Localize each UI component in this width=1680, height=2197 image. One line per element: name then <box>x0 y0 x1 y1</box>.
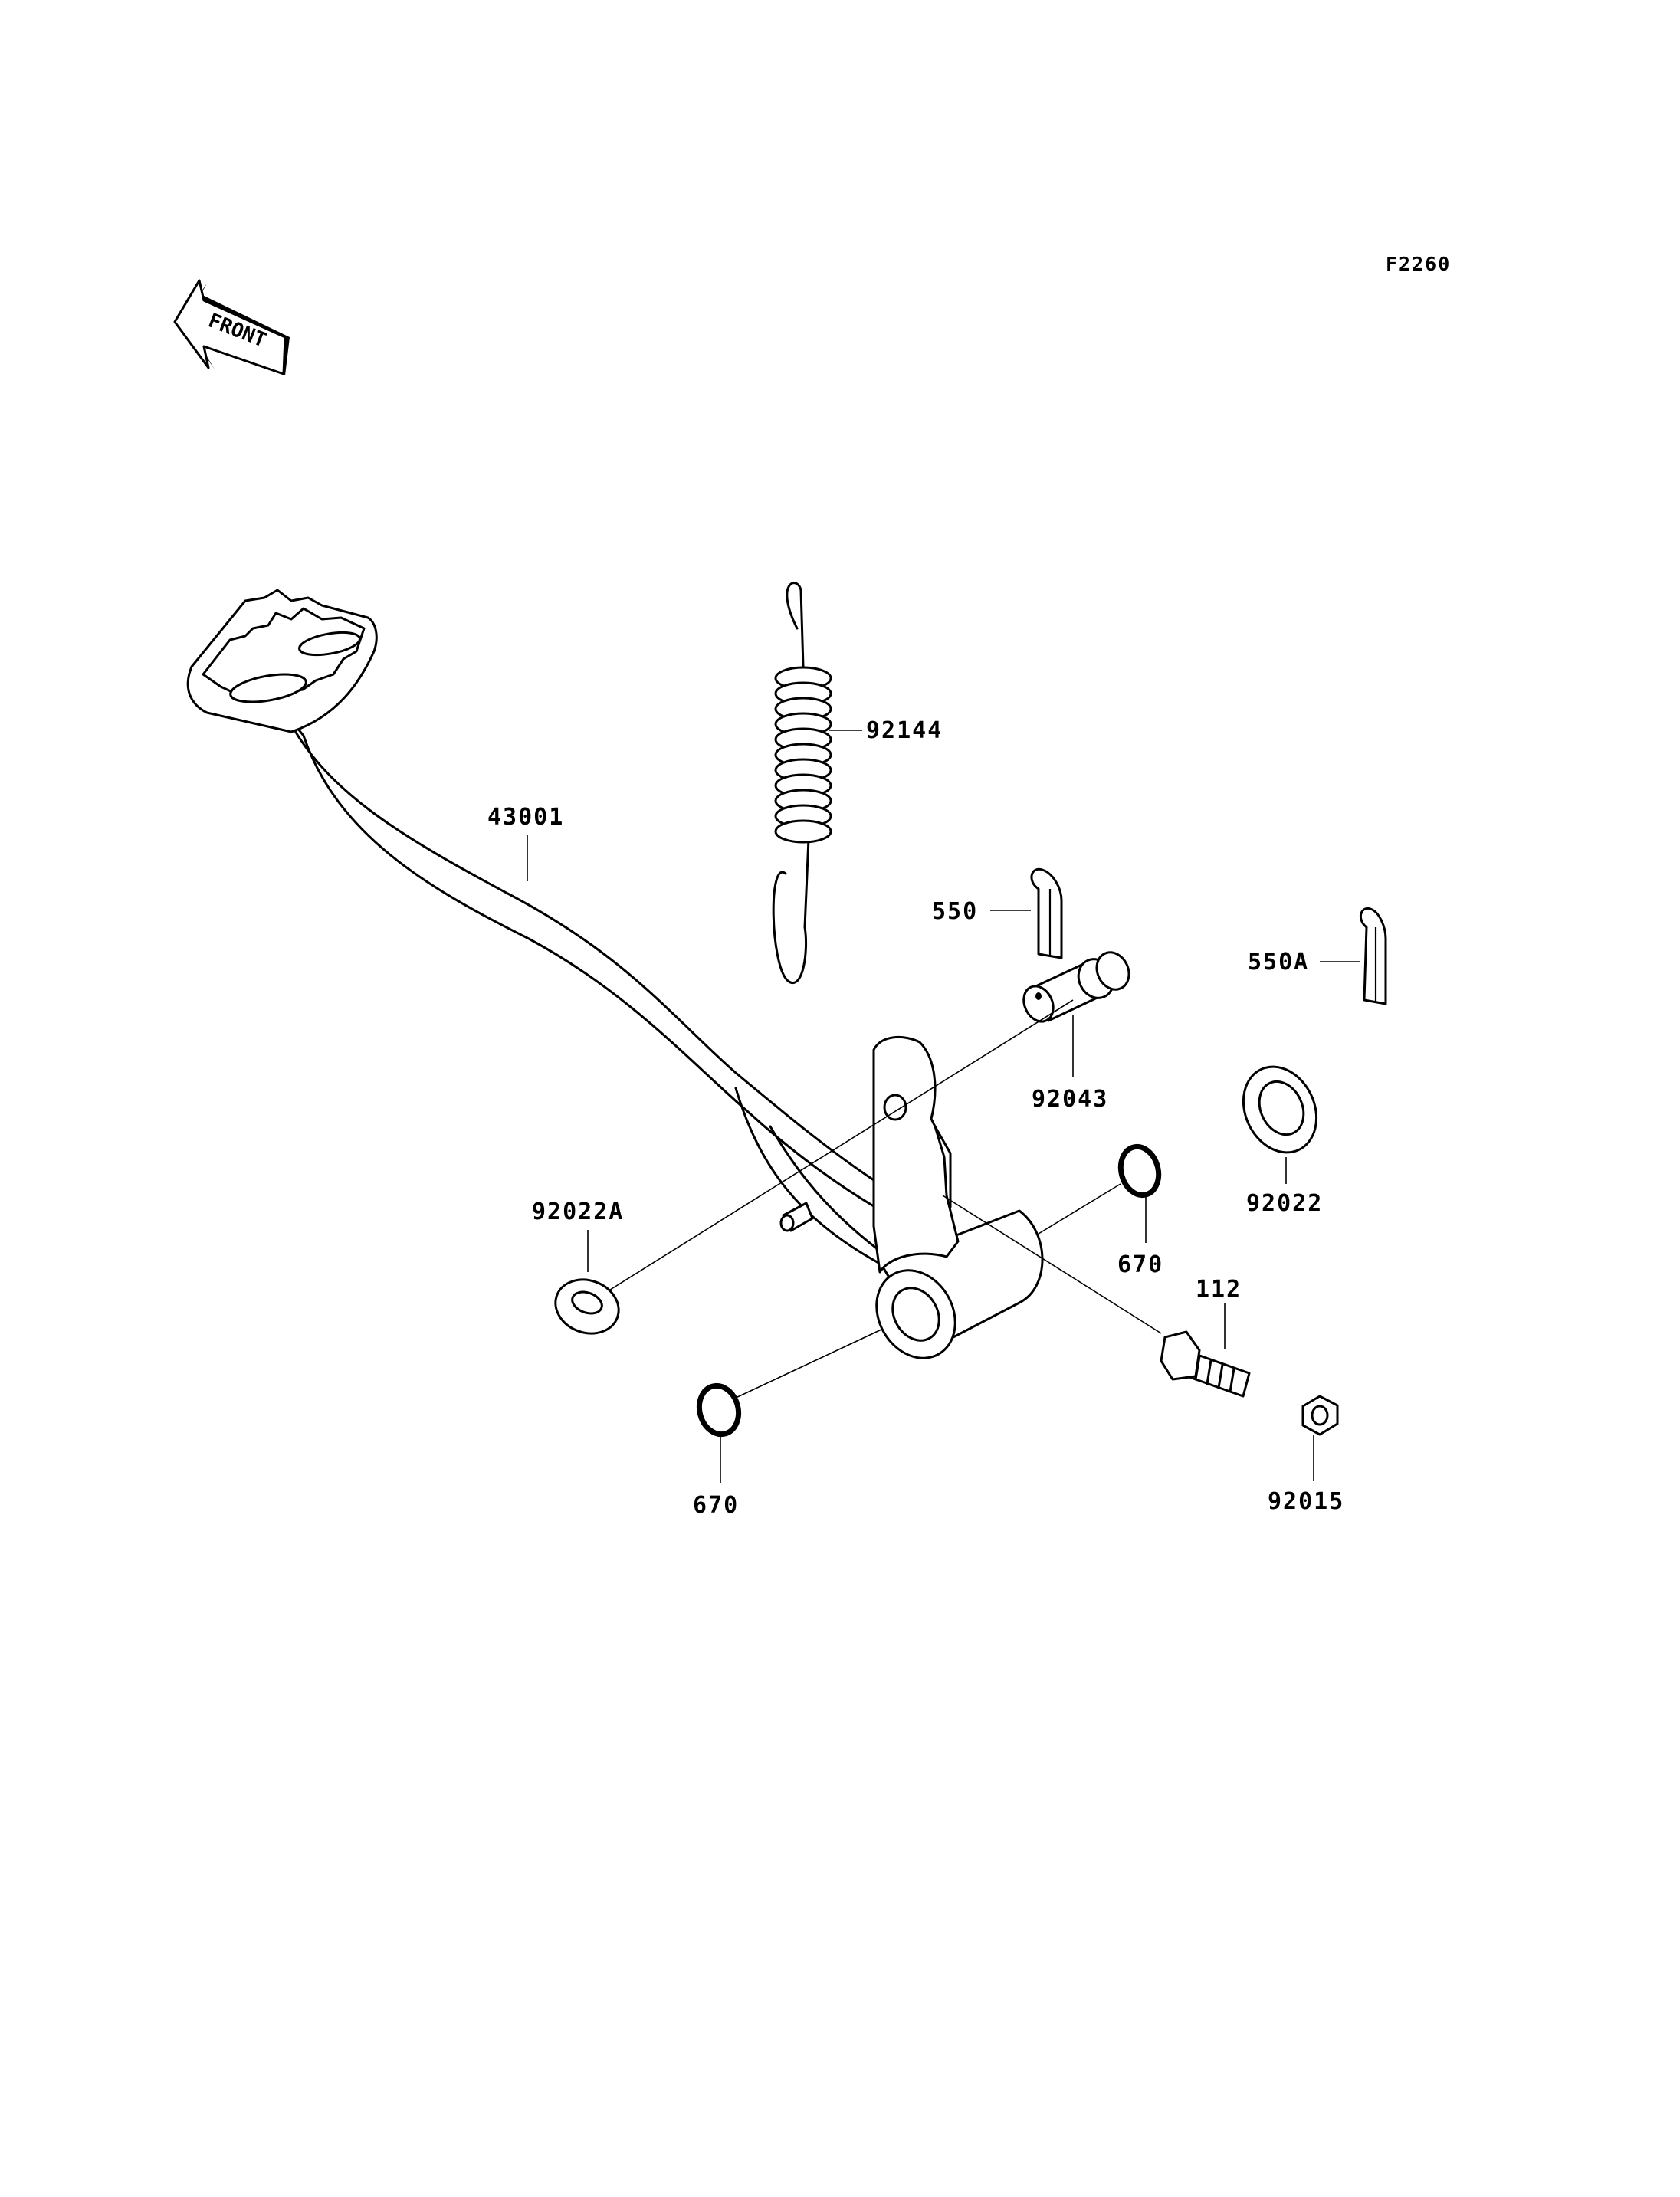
o-ring-upper-part <box>1117 1143 1162 1199</box>
label-670-lower: 670 <box>693 1492 739 1519</box>
label-92015: 92015 <box>1268 1488 1344 1515</box>
label-670-upper: 670 <box>1117 1251 1163 1278</box>
label-550: 550 <box>932 898 978 925</box>
label-112: 112 <box>1196 1276 1242 1303</box>
stopper-pin-part <box>779 1202 814 1232</box>
label-550A: 550A <box>1248 949 1309 976</box>
brake-pedal-part <box>186 589 1044 1359</box>
washer-92022-part <box>1242 1065 1318 1154</box>
label-92022A: 92022A <box>532 1199 624 1225</box>
figure-code: F2260 <box>1386 253 1451 275</box>
label-92022: 92022 <box>1246 1190 1323 1217</box>
cotter-pin-550-part <box>1030 867 1063 959</box>
bolt-112-part <box>1160 1330 1251 1398</box>
cotter-pin-550a-part <box>1359 907 1387 1005</box>
clevis-pin-92043-part <box>1022 951 1130 1023</box>
label-43001: 43001 <box>487 804 564 831</box>
return-spring-part <box>772 582 832 984</box>
label-92043: 92043 <box>1032 1086 1108 1113</box>
nut-92015-part <box>1301 1395 1339 1436</box>
front-arrow-icon: FRONT <box>173 279 290 375</box>
label-92144: 92144 <box>866 717 943 744</box>
washer-92022a-part <box>554 1278 620 1335</box>
o-ring-lower-part <box>696 1382 742 1438</box>
